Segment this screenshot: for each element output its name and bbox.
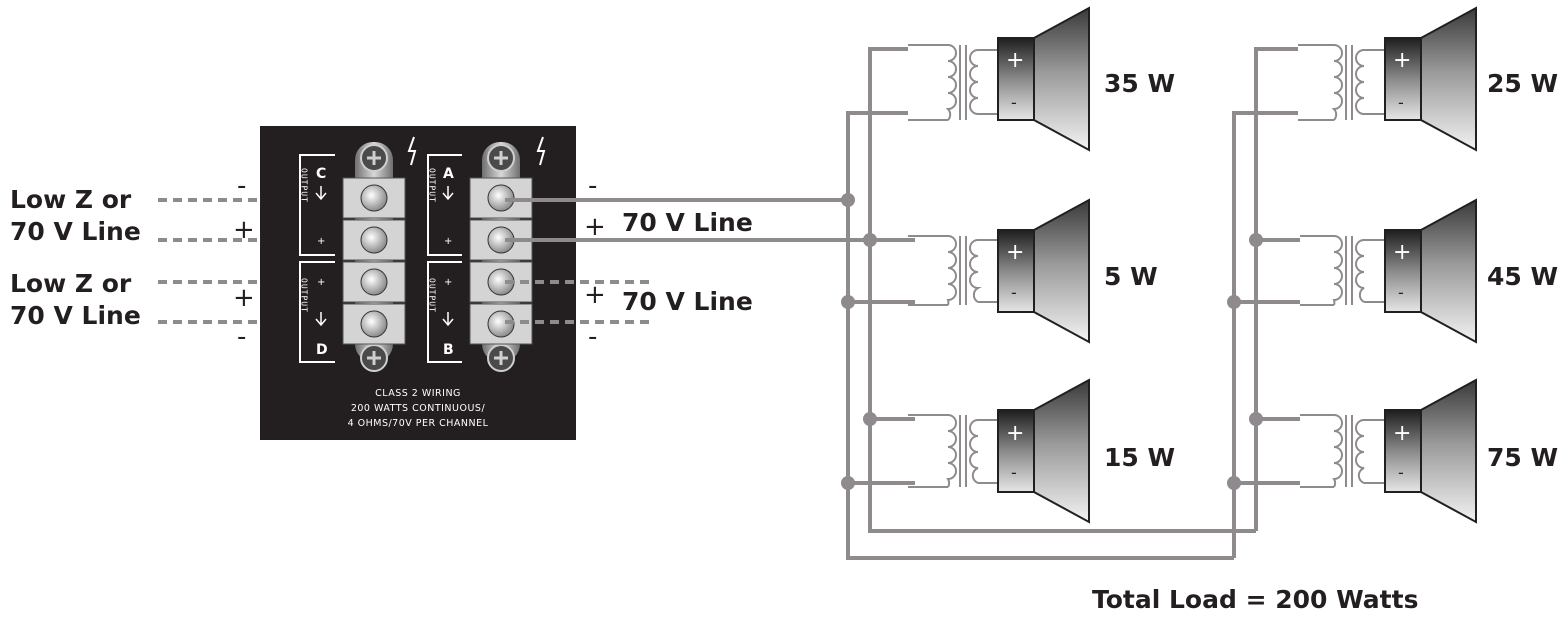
transformer-icon — [908, 235, 1000, 306]
speaker-cone-icon — [1033, 198, 1090, 344]
terminal-screw-icon — [360, 226, 388, 254]
speaker-magnet — [997, 409, 1035, 493]
speaker-left-1: + - 35 W — [908, 6, 1175, 152]
speaker-left-3: + - 15 W — [908, 378, 1175, 524]
speaker-left-2: + - 5 W — [908, 198, 1158, 344]
speaker-right-3: + - 75 W — [1300, 378, 1558, 524]
channel-b-label: B — [443, 342, 454, 358]
speaker-magnet — [997, 37, 1035, 121]
wire-junction-dots — [841, 193, 1263, 490]
speaker-plus-sign: + — [1006, 48, 1024, 73]
speaker-power-label: 25 W — [1487, 69, 1558, 98]
speaker-right-2: + - 45 W — [1300, 198, 1558, 344]
speaker-plus-sign: + — [1393, 421, 1411, 446]
speaker-cone-icon — [1420, 6, 1477, 152]
output-word-d: OUTPUT — [300, 278, 309, 313]
output-lower-line-label: 70 V Line — [622, 287, 753, 316]
input-lower-plus-sign: + — [233, 283, 255, 313]
speaker-power-label: 15 W — [1104, 443, 1175, 472]
channel-ab-bracket — [427, 154, 462, 363]
input-lower-group: Low Z or 70 V Line + - — [10, 269, 255, 352]
terminal-a-plus-mark: + — [444, 236, 452, 247]
speaker-power-label: 5 W — [1104, 262, 1158, 291]
terminal-screw-icon — [360, 184, 388, 212]
speaker-plus-sign: + — [1006, 421, 1024, 446]
speaker-plus-sign: + — [1393, 48, 1411, 73]
speaker-minus-sign: - — [1398, 93, 1404, 112]
input-upper-label-line1: Low Z or — [10, 185, 132, 214]
output-lower-dashed-wires — [505, 280, 655, 324]
channel-d-label: D — [316, 342, 328, 358]
terminal-b-plus-mark: + — [444, 277, 452, 288]
lightning-icon — [407, 136, 417, 166]
speaker-minus-sign: - — [1011, 283, 1017, 302]
transformer-icon — [1298, 44, 1386, 121]
speaker-power-label: 45 W — [1487, 262, 1558, 291]
speaker-cone-icon — [1033, 378, 1090, 524]
channel-a-label: A — [443, 166, 454, 182]
panel-text-line1: CLASS 2 WIRING — [375, 388, 461, 399]
speaker-distribution-wires — [505, 47, 1300, 560]
input-upper-minus-sign: - — [237, 171, 246, 201]
output-lower-plus-sign: + — [584, 280, 606, 310]
input-upper-plus-sign: + — [233, 215, 255, 245]
input-lower-minus-sign: - — [237, 322, 246, 352]
output-word-c: OUTPUT — [300, 168, 309, 203]
terminal-screw-icon — [360, 310, 388, 338]
output-lower-minus-sign: - — [588, 322, 597, 352]
output-upper-line-label: 70 V Line — [622, 208, 753, 237]
speaker-plus-sign: + — [1006, 240, 1024, 265]
speaker-power-label: 35 W — [1104, 69, 1175, 98]
speaker-right-1: + - 25 W — [1298, 6, 1558, 152]
speaker-magnet — [1384, 37, 1422, 121]
speaker-minus-sign: - — [1011, 93, 1017, 112]
output-upper-plus-sign: + — [584, 212, 606, 242]
terminal-d-plus-mark: + — [317, 277, 325, 288]
speaker-cone-icon — [1420, 378, 1477, 524]
speaker-minus-sign: - — [1398, 283, 1404, 302]
polarity-arrows — [315, 186, 454, 327]
total-load-caption: Total Load = 200 Watts — [1092, 585, 1418, 614]
terminal-strip-ab — [469, 142, 533, 372]
output-word-b: OUTPUT — [428, 278, 437, 313]
speaker-minus-sign: - — [1398, 463, 1404, 482]
panel-text-line3: 4 OHMS/70V PER CHANNEL — [348, 418, 489, 429]
transformer-icon — [1300, 414, 1386, 488]
input-lower-label-line2: 70 V Line — [10, 301, 141, 330]
speaker-power-label: 75 W — [1487, 443, 1558, 472]
terminal-screw-icon — [360, 268, 388, 296]
lightning-icon — [536, 136, 546, 166]
speaker-cone-icon — [1033, 6, 1090, 152]
terminal-c-plus-mark: + — [317, 236, 325, 247]
input-lower-label-line1: Low Z or — [10, 269, 132, 298]
input-upper-group: Low Z or 70 V Line - + — [10, 171, 255, 246]
transformer-icon — [908, 44, 1000, 121]
output-word-a: OUTPUT — [428, 168, 437, 203]
terminal-strip-cd — [342, 142, 406, 372]
speaker-minus-sign: - — [1011, 463, 1017, 482]
panel-text-line2: 200 WATTS CONTINUOUS/ — [351, 403, 486, 414]
output-upper-minus-sign: - — [588, 171, 597, 201]
channel-cd-bracket — [299, 154, 335, 363]
channel-c-label: C — [316, 166, 326, 182]
transformer-icon — [1300, 235, 1386, 306]
speaker-plus-sign: + — [1393, 240, 1411, 265]
transformer-icon — [908, 414, 1000, 488]
input-upper-label-line2: 70 V Line — [10, 217, 141, 246]
speaker-cone-icon — [1420, 198, 1477, 344]
